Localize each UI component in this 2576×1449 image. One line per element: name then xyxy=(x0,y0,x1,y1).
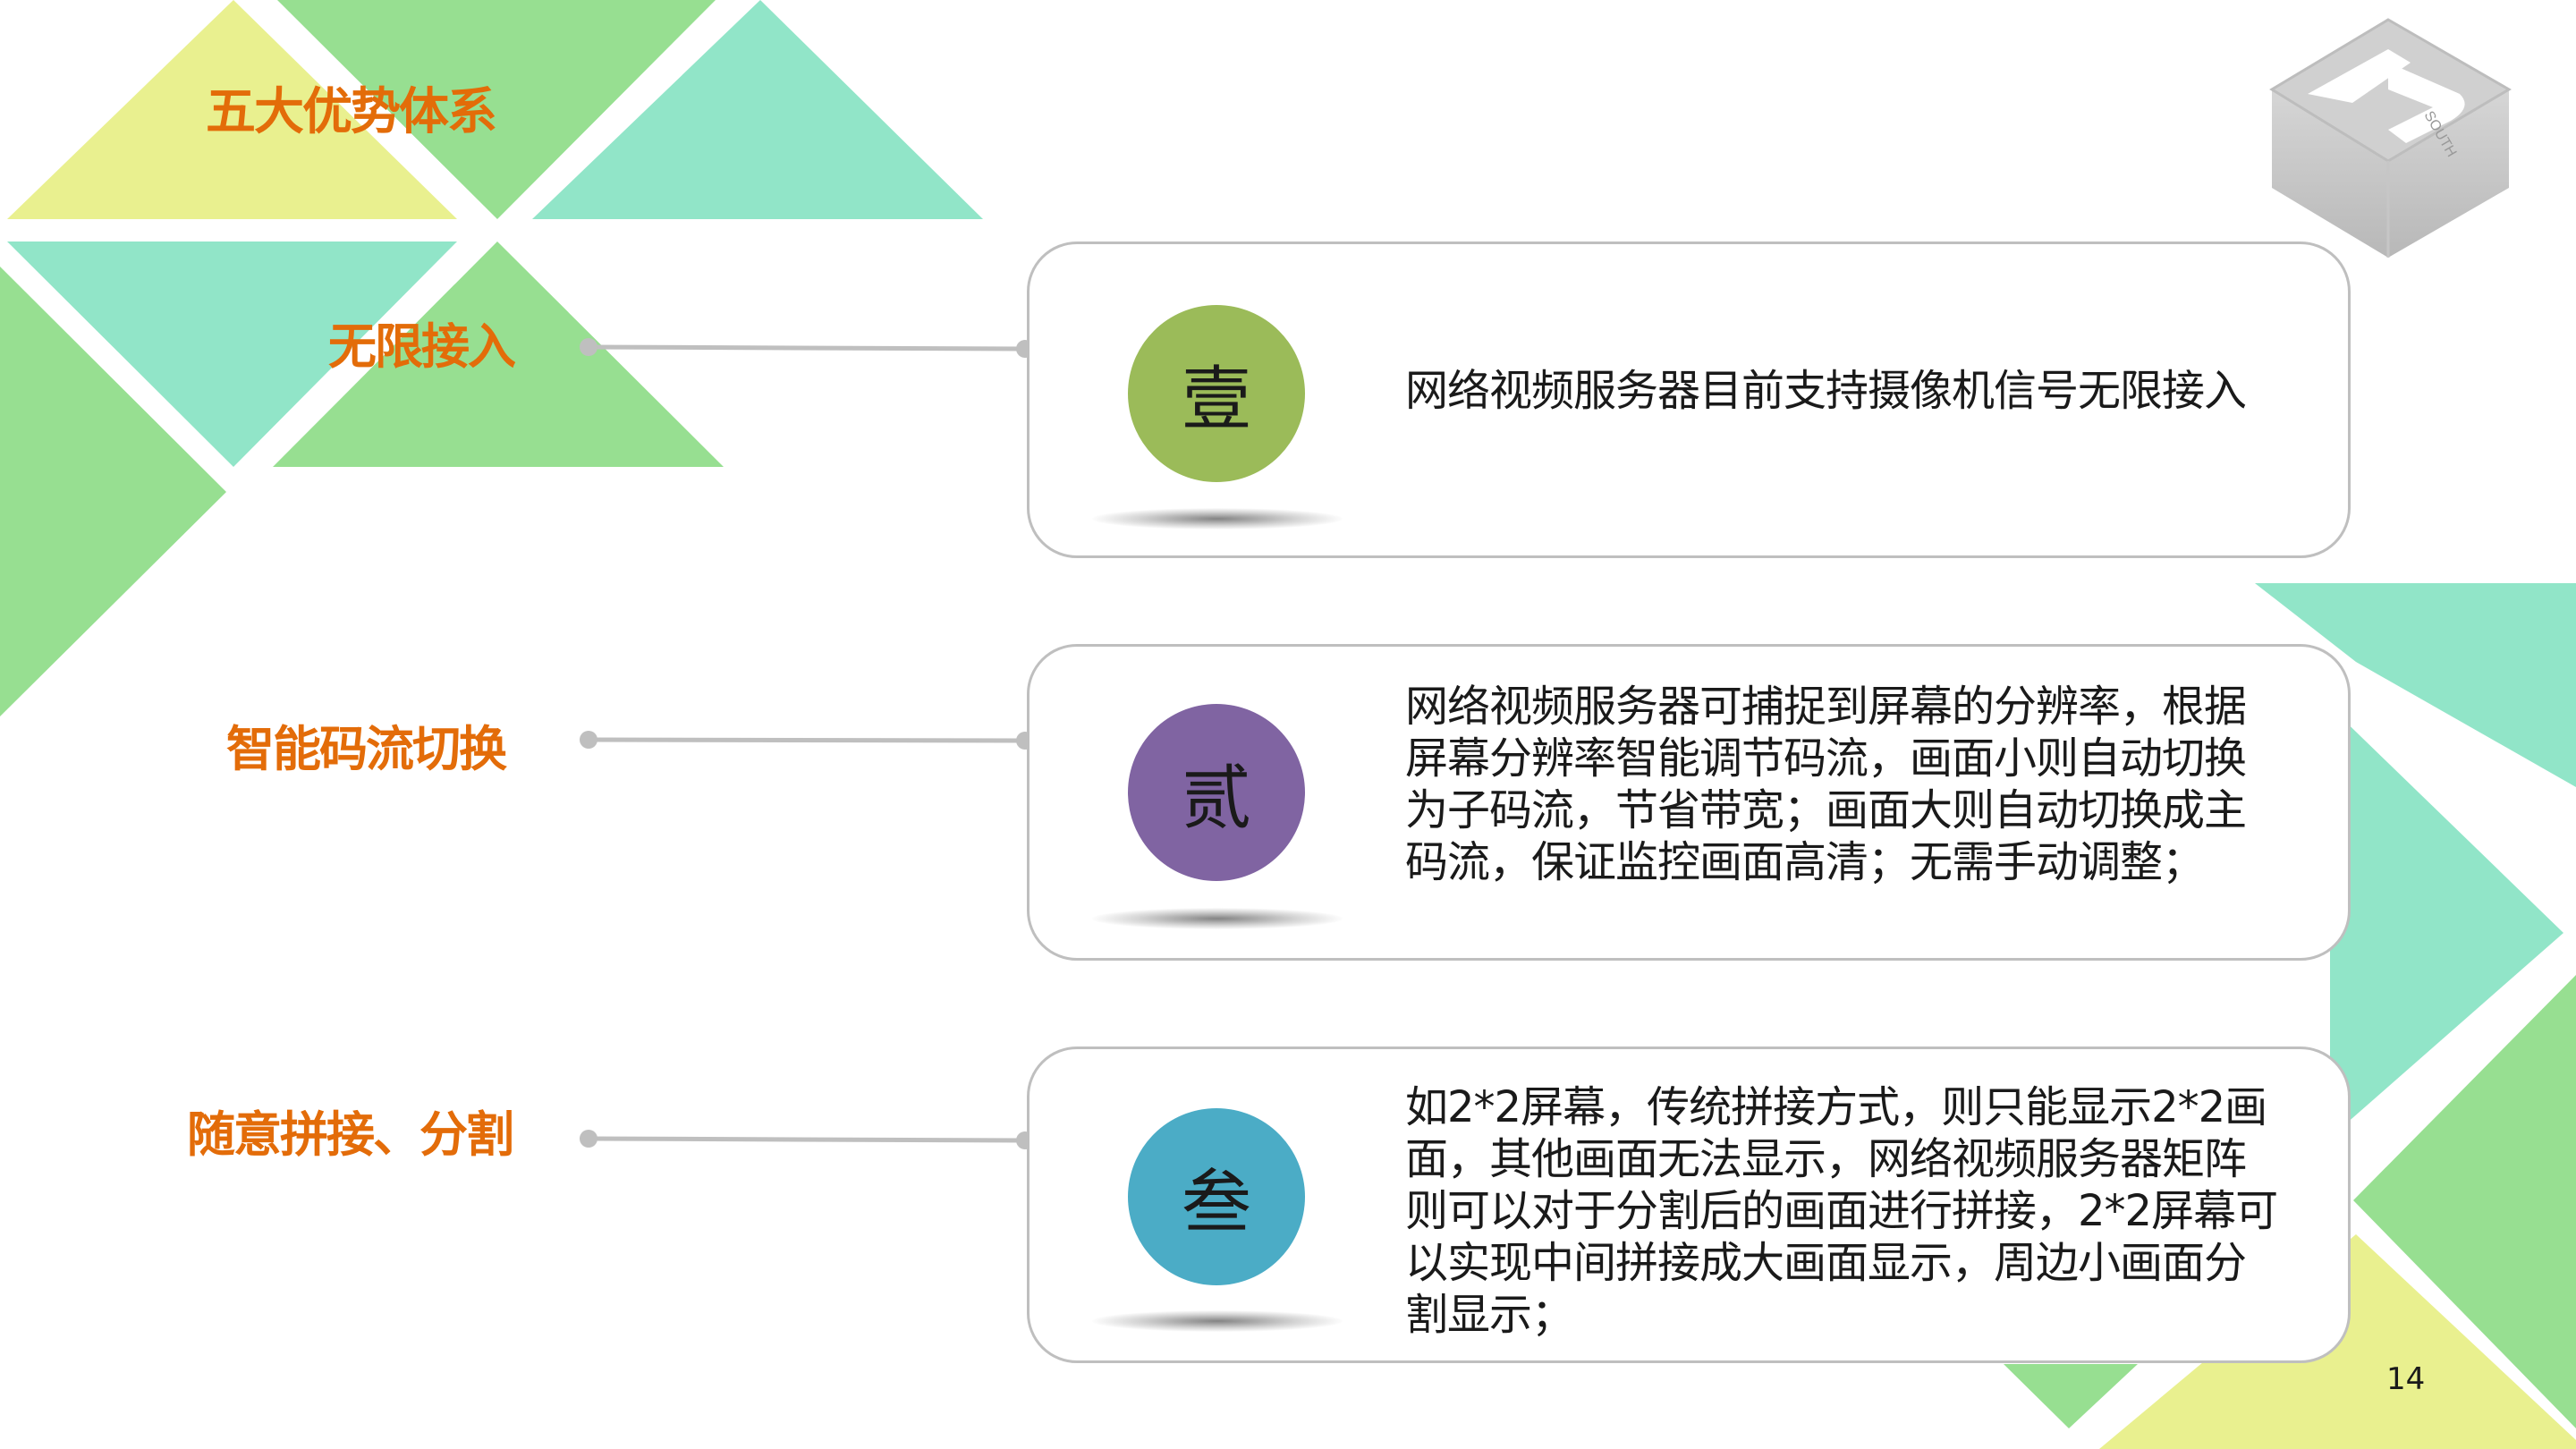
feature-card-1: 壹 网络视频服务器目前支持摄像机信号无限接入 xyxy=(1027,242,2351,558)
triangle-yellow-top-left xyxy=(7,0,457,219)
badge-shadow xyxy=(1092,908,1343,929)
feature-description: 网络视频服务器目前支持摄像机信号无限接入 xyxy=(1405,365,2247,417)
triangle-green-left xyxy=(0,267,226,716)
description-line: 面，其他画面无法显示，网络视频服务器矩阵 xyxy=(1405,1134,2247,1184)
description-line: 码流，保证监控画面高清；无需手动调整； xyxy=(1405,837,2205,887)
feature-label-3: 随意拼接、分割 xyxy=(187,1106,514,1163)
feature-description: 网络视频服务器可捕捉到屏幕的分辨率，根据 屏幕分辨率智能调节码流，画面小则自动切… xyxy=(1405,681,2247,888)
description-line: 屏幕分辨率智能调节码流，画面小则自动切换 xyxy=(1405,733,2247,784)
feature-card-2: 贰 网络视频服务器可捕捉到屏幕的分辨率，根据 屏幕分辨率智能调节码流，画面小则自… xyxy=(1027,644,2351,961)
connectors xyxy=(580,338,1034,1149)
description-line: 网络视频服务器可捕捉到屏幕的分辨率，根据 xyxy=(1405,682,2247,732)
feature-label-1: 无限接入 xyxy=(328,318,516,375)
triangle-teal-right-top xyxy=(2255,583,2576,787)
description-line: 割显示； xyxy=(1405,1290,1574,1340)
triangle-teal-top xyxy=(532,0,983,219)
badge-shadow xyxy=(1092,508,1343,530)
numeral-badge: 贰 xyxy=(1128,704,1305,881)
triangle-green-second xyxy=(273,242,724,467)
description-line: 网络视频服务器目前支持摄像机信号无限接入 xyxy=(1405,366,2247,416)
description-line: 则可以对于分割后的画面进行拼接，2*2屏幕可 xyxy=(1405,1186,2278,1236)
description-line: 以实现中间拼接成大画面显示，周边小画面分 xyxy=(1405,1238,2247,1288)
numeral-badge: 壹 xyxy=(1128,305,1305,482)
page-number: 14 xyxy=(2386,1361,2426,1397)
slide-title: 五大优势体系 xyxy=(206,83,497,141)
triangle-teal-right xyxy=(2330,707,2563,1138)
triangle-green-top xyxy=(277,0,716,219)
description-line: 如2*2屏幕，传统拼接方式，则只能显示2*2画 xyxy=(1405,1082,2267,1132)
ac-south-logo: SOUTH xyxy=(2269,18,2512,258)
numeral-badge: 叁 xyxy=(1128,1108,1305,1285)
triangle-green-right xyxy=(2353,975,2576,1428)
description-line: 为子码流，节省带宽；画面大则自动切换成主 xyxy=(1405,785,2247,835)
badge-shadow xyxy=(1092,1310,1343,1332)
triangle-green-bottom xyxy=(2004,1364,2138,1428)
feature-description: 如2*2屏幕，传统拼接方式，则只能显示2*2画 面，其他画面无法显示，网络视频服… xyxy=(1405,1081,2278,1341)
triangle-teal-second xyxy=(7,242,457,467)
feature-label-2: 智能码流切换 xyxy=(226,721,507,777)
feature-card-3: 叁 如2*2屏幕，传统拼接方式，则只能显示2*2画 面，其他画面无法显示，网络视… xyxy=(1027,1046,2351,1363)
